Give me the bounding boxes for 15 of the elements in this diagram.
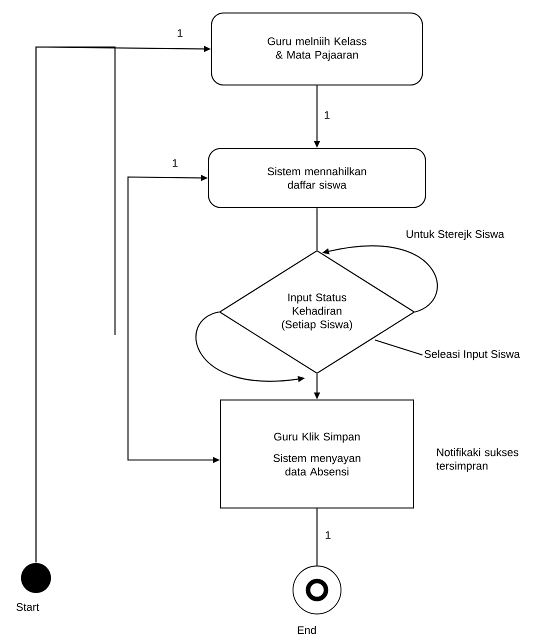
activity-box: Sistem mennahilkan daffar siswa [208, 148, 426, 208]
end-node [292, 566, 342, 614]
node-caption: End [298, 626, 316, 634]
leader-line [374, 339, 423, 356]
start-node [21, 563, 51, 593]
activity-box: Guru melniih Kelass & Mata Pajaaran [210, 12, 424, 86]
activity-box: Guru Klik Simpan Sistem menyayan data Absensi [220, 399, 414, 509]
edge-label: Untuk Sterejk Siswa [404, 228, 506, 242]
node-caption: Notifikaki sukses tersimpran [436, 448, 518, 472]
note-text: Seleasi Input Siswa [424, 350, 520, 360]
edge-label: 1 [324, 530, 332, 540]
edge-label: 1 [176, 28, 184, 38]
edge-label: 1 [322, 110, 332, 120]
edge-label: 1 [170, 158, 180, 168]
node-caption: Start [16, 603, 40, 611]
